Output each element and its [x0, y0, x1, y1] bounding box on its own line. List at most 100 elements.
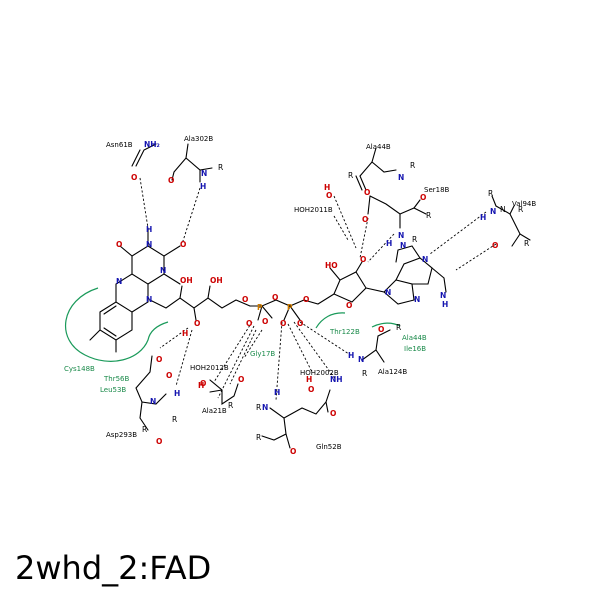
svg-text:O: O: [242, 295, 248, 304]
residue-label-leu53: Leu53B: [100, 386, 126, 394]
svg-text:O: O: [346, 301, 352, 310]
svg-text:N: N: [490, 207, 496, 216]
svg-text:H: H: [480, 213, 486, 222]
svg-text:N: N: [358, 355, 364, 364]
svg-text:N: N: [262, 403, 268, 412]
svg-text:OH: OH: [210, 276, 223, 285]
svg-text:O: O: [360, 255, 366, 264]
svg-text:N: N: [385, 288, 391, 297]
svg-text:R: R: [426, 211, 431, 220]
thr122-arc: [315, 312, 346, 329]
svg-text:R: R: [524, 239, 529, 248]
svg-text:R: R: [142, 425, 147, 434]
svg-text:O: O: [156, 437, 162, 446]
svg-text:O: O: [194, 319, 200, 328]
svg-text:P: P: [287, 303, 293, 312]
svg-text:O: O: [272, 293, 278, 302]
svg-text:H: H: [324, 183, 330, 192]
svg-text:O: O: [364, 188, 370, 197]
residue-label-ala21: Ala21B: [202, 407, 227, 415]
svg-text:R: R: [228, 401, 233, 410]
svg-text:H: H: [200, 182, 206, 191]
residue-labels: Asn61B Ala302B Ala44B Ser18B HOH2011B Va…: [64, 135, 536, 451]
svg-text:H: H: [274, 388, 280, 397]
svg-text:H: H: [386, 239, 392, 248]
svg-text:NH: NH: [330, 375, 343, 384]
svg-text:N: N: [500, 205, 506, 214]
residue-label-val94: Val94B: [512, 200, 536, 208]
svg-text:R: R: [396, 323, 401, 332]
svg-text:H: H: [182, 329, 188, 338]
svg-text:O: O: [180, 240, 186, 249]
svg-text:O: O: [246, 319, 252, 328]
svg-text:O: O: [492, 241, 498, 250]
svg-text:N: N: [422, 255, 428, 264]
svg-text:N: N: [414, 295, 420, 304]
svg-text:R: R: [218, 163, 223, 172]
residue-label-asp293: Asp293B: [106, 431, 137, 439]
fad-ligand-bonds: [89, 227, 447, 353]
residue-label-ile16: Ile16B: [404, 345, 426, 353]
svg-text:O: O: [156, 355, 162, 364]
residue-label-ala44: Ala44B: [366, 143, 391, 151]
residue-label-gly17: Gly17B: [250, 350, 275, 358]
svg-text:N: N: [146, 240, 152, 249]
svg-text:H: H: [348, 351, 354, 360]
svg-text:N: N: [400, 241, 406, 250]
residue-label-gln52: Gln52B: [316, 443, 342, 451]
residue-label-cys148: Cys148B: [64, 365, 95, 373]
svg-text:O: O: [200, 379, 206, 388]
cys148-arc: [64, 287, 169, 362]
svg-text:R: R: [256, 403, 261, 412]
residue-label-asn61: Asn61B: [106, 141, 133, 149]
diagram-caption: 2whd_2:FAD: [15, 549, 212, 587]
residue-bonds: [131, 143, 531, 449]
svg-text:O: O: [131, 173, 137, 182]
svg-text:R: R: [256, 433, 261, 442]
svg-text:N: N: [150, 397, 156, 406]
svg-text:O: O: [326, 191, 332, 200]
svg-text:NH₂: NH₂: [144, 140, 160, 149]
svg-text:OH: OH: [180, 276, 193, 285]
svg-text:O: O: [262, 317, 268, 326]
svg-text:R: R: [362, 369, 367, 378]
svg-text:N: N: [146, 295, 152, 304]
residue-label-hoh2012: HOH2012B: [190, 364, 229, 372]
svg-text:R: R: [348, 171, 353, 180]
svg-text:O: O: [280, 319, 286, 328]
residue-label-ala124: Ala124B: [378, 368, 407, 376]
svg-text:O: O: [297, 319, 303, 328]
svg-text:N: N: [201, 169, 207, 178]
residue-label-ser18: Ser18B: [424, 186, 450, 194]
svg-text:H: H: [174, 389, 180, 398]
svg-text:P: P: [257, 303, 263, 312]
svg-text:H: H: [146, 225, 152, 234]
svg-text:O: O: [168, 176, 174, 185]
residue-label-hoh2011: HOH2011B: [294, 206, 333, 214]
residue-label-thr56: Thr56B: [103, 375, 129, 383]
svg-text:H: H: [442, 300, 448, 309]
svg-text:N: N: [160, 266, 166, 275]
svg-text:R: R: [518, 205, 523, 214]
residue-label-hoh2002: HOH2002B: [300, 369, 339, 377]
svg-text:O: O: [308, 385, 314, 394]
svg-text:HO: HO: [325, 261, 338, 270]
svg-text:N: N: [116, 277, 122, 286]
svg-text:H: H: [306, 375, 312, 384]
svg-text:O: O: [238, 375, 244, 384]
hydrophobic-arcs: [64, 287, 401, 362]
svg-text:R: R: [488, 189, 493, 198]
svg-text:O: O: [166, 371, 172, 380]
svg-text:O: O: [290, 447, 296, 456]
svg-text:O: O: [420, 193, 426, 202]
svg-text:O: O: [303, 295, 309, 304]
hydrogen-bonds: [139, 177, 497, 401]
residue-label-thr122: Thr122B: [329, 328, 360, 336]
svg-text:R: R: [410, 161, 415, 170]
svg-text:R: R: [172, 415, 177, 424]
svg-text:N: N: [398, 173, 404, 182]
atom-labels: NH₂ O O N H R H N O O N N N OH OH O O P …: [116, 140, 529, 456]
svg-text:H: H: [198, 381, 204, 390]
ala44-ile16-arc: [371, 322, 401, 328]
